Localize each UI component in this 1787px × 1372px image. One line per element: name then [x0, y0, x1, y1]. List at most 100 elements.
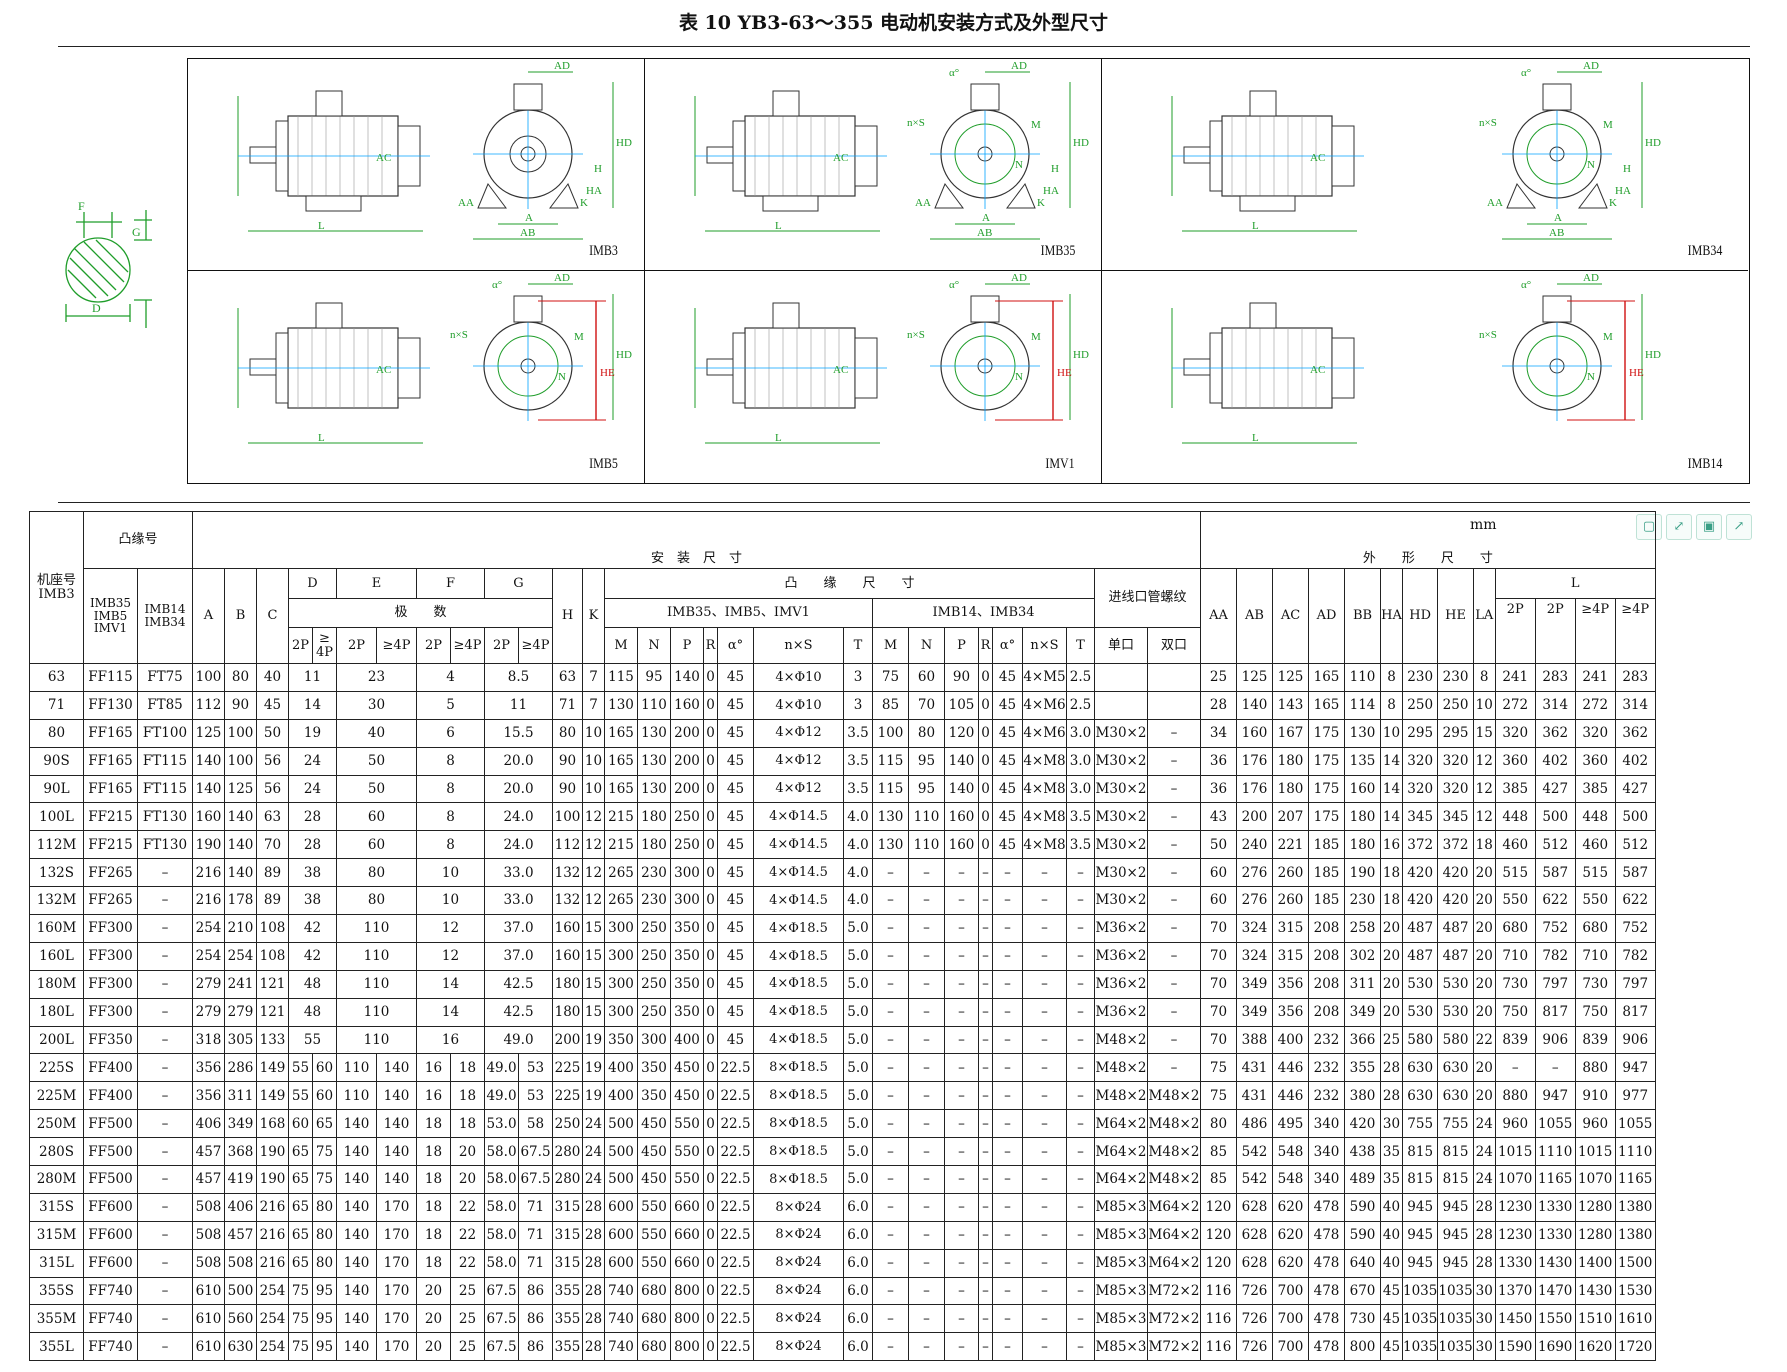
table-cell: 20 — [416, 1332, 451, 1362]
table-cell: – — [1066, 1165, 1095, 1194]
table-cell: 487 — [1401, 914, 1439, 943]
table-cell: 90 — [224, 690, 257, 720]
table-cell: 0 — [703, 1248, 718, 1278]
table-cell: 3 — [843, 690, 873, 720]
table-cell: 45 — [717, 774, 754, 804]
table-cell: 276 — [1236, 858, 1273, 888]
table-cell: – — [908, 914, 945, 943]
table-cell: 45 — [717, 914, 754, 943]
table-cell: 85 — [872, 690, 909, 720]
table-cell: – — [992, 858, 1023, 888]
table-cell: 910 — [1574, 1081, 1616, 1111]
table-cell: 12 — [582, 858, 605, 888]
table-cell: 60 — [312, 1053, 337, 1083]
dim-label: AC — [1310, 152, 1325, 164]
table-cell: 18 — [416, 1248, 451, 1278]
table-cell: 80 — [1200, 1109, 1237, 1139]
table-cell: 170 — [376, 1248, 417, 1278]
table-cell: 1330 — [1534, 1192, 1576, 1222]
table-cell: 1035 — [1401, 1276, 1439, 1306]
table-cell: 500 — [604, 1109, 638, 1139]
dim-label: K — [580, 197, 588, 209]
table-cell: 8×Φ24 — [753, 1332, 844, 1362]
table-cell: 512 — [1614, 830, 1656, 860]
table-cell: 38 — [288, 886, 337, 916]
table-cell: – — [872, 1081, 909, 1111]
table-cell: 362 — [1534, 718, 1576, 748]
table-cell: 230 — [1437, 663, 1474, 692]
table-cell: FF400 — [83, 1053, 138, 1083]
table-cell: 140 — [336, 1248, 377, 1278]
table-cell: 45 — [1380, 1276, 1403, 1306]
table-cell: FF600 — [83, 1192, 138, 1222]
save-icon[interactable]: ▣ — [1696, 514, 1722, 540]
table-cell: 311 — [224, 1081, 257, 1111]
table-cell: 45 — [992, 830, 1023, 860]
table-cell: 24 — [1472, 1137, 1496, 1167]
expand-icon[interactable]: ⤢ — [1666, 514, 1692, 540]
top-rule — [58, 46, 1750, 47]
table-cell: 254 — [224, 941, 257, 971]
table-cell: 530 — [1437, 969, 1474, 999]
table-cell: 110 — [908, 802, 945, 832]
table-cell: 15 — [582, 914, 605, 943]
table-cell: 478 — [1308, 1304, 1345, 1334]
table-cell: 4×Φ18.5 — [753, 1025, 844, 1055]
table-cell: 18 — [1472, 830, 1496, 860]
table-cell: 600 — [604, 1220, 638, 1250]
table-cell: 18 — [416, 1165, 451, 1194]
table-cell: 15 — [582, 941, 605, 971]
table-cell: – — [992, 1304, 1023, 1334]
table-cell: 70 — [1200, 1025, 1237, 1055]
table-cell: 315 — [1272, 914, 1309, 943]
table-cell: 797 — [1614, 969, 1656, 999]
table-cell: 6.0 — [843, 1192, 873, 1222]
table-cell: 622 — [1534, 886, 1576, 916]
table-cell: 356 — [1272, 997, 1309, 1027]
table-cell: 6.0 — [843, 1332, 873, 1362]
table-cell: 11 — [484, 690, 553, 720]
table-cell: 1590 — [1494, 1332, 1536, 1362]
table-cell: 43 — [1200, 802, 1237, 832]
hdr-t2: T — [1066, 627, 1095, 664]
table-cell: – — [908, 1248, 945, 1278]
table-cell: 406 — [192, 1109, 225, 1139]
table-cell: 100 — [552, 802, 583, 832]
table-cell: – — [944, 969, 979, 999]
table-cell: – — [137, 1165, 193, 1194]
dim-label: N — [1015, 159, 1023, 171]
table-cell: 140 — [336, 1276, 377, 1306]
table-cell: 6 — [416, 718, 485, 748]
table-cell: 782 — [1534, 941, 1576, 971]
table-cell: 90S — [29, 746, 84, 776]
table-cell: 20 — [1380, 914, 1403, 943]
table-cell: 580 — [1401, 1025, 1439, 1055]
hdr-e-2p: 2P — [336, 627, 377, 664]
table-cell: 610 — [192, 1332, 225, 1362]
table-cell: 28 — [582, 1276, 605, 1306]
table-cell: 4×Φ18.5 — [753, 969, 844, 999]
table-cell: 75 — [1200, 1053, 1237, 1083]
hdr-g: G — [484, 568, 553, 599]
table-cell: – — [1022, 1165, 1067, 1194]
table-cell: 450 — [670, 1081, 704, 1111]
table-cell: 0 — [703, 1081, 718, 1111]
table-cell: 130 — [1344, 718, 1381, 748]
table-cell: 530 — [1401, 997, 1439, 1027]
table-cell: 18 — [416, 1192, 451, 1222]
table-cell: 10 — [1472, 690, 1496, 720]
table-cell: 8×Φ24 — [753, 1304, 844, 1334]
share-icon[interactable]: ↗ — [1726, 514, 1752, 540]
table-cell: 210 — [224, 914, 257, 943]
table-cell: 40 — [1380, 1220, 1403, 1250]
table-cell: 680 — [637, 1276, 671, 1306]
table-cell: 24 — [582, 1109, 605, 1139]
table-cell: FT130 — [137, 830, 193, 860]
table-cell: 38 — [288, 858, 337, 888]
table-cell: 56 — [256, 774, 289, 804]
table-cell: 400 — [604, 1053, 638, 1083]
